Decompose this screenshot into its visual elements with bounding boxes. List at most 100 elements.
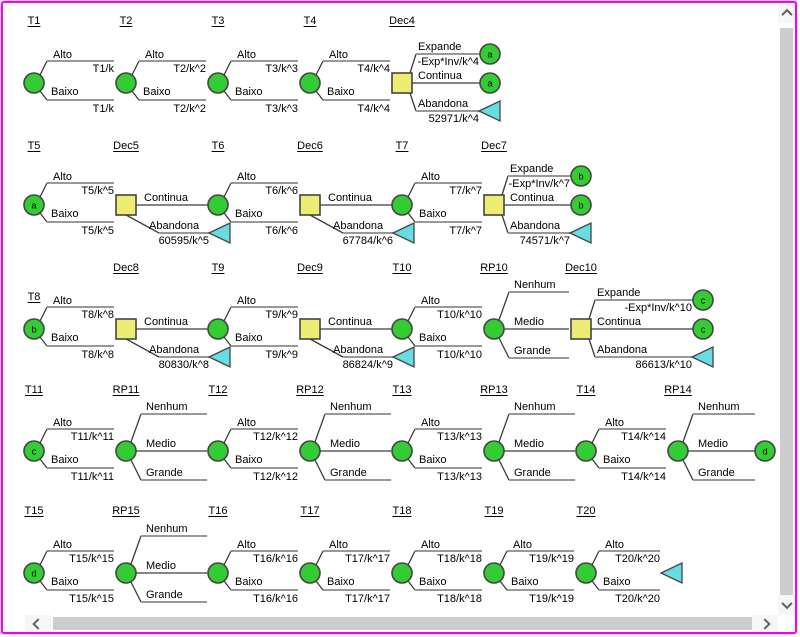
chance-node-T4[interactable]: [299, 72, 321, 94]
node-title-T1: T1: [28, 15, 41, 27]
branch-value: T10/k^10: [437, 309, 482, 321]
terminal-chance-node[interactable]: [479, 43, 501, 65]
chance-node-T5[interactable]: [23, 194, 45, 216]
scroll-right-button[interactable]: [752, 615, 778, 632]
branch-value: T2/k^2: [173, 103, 206, 115]
revelation-node-RP14[interactable]: [667, 440, 689, 462]
branch-label: Alto: [53, 49, 72, 61]
revelation-node-RP15[interactable]: [115, 562, 137, 584]
chance-node-T10[interactable]: [391, 318, 413, 340]
branch-label: Nenhum: [698, 401, 740, 413]
node-title-Dec10: Dec10: [565, 262, 597, 274]
node-title-Dec9: Dec9: [297, 262, 323, 274]
branch-diagonal: [314, 413, 326, 443]
branch-diagonal: [588, 299, 596, 320]
horizontal-scrollbar-thumb[interactable]: [53, 617, 755, 630]
branch-label: Baixo: [51, 576, 79, 588]
end-node-triangle[interactable]: [207, 221, 231, 245]
branch-diagonal: [223, 580, 232, 591]
scroll-up-button[interactable]: [778, 3, 795, 23]
branch-label: Abandona: [597, 344, 648, 356]
branch-label: Alto: [237, 539, 256, 551]
end-node-triangle[interactable]: [659, 561, 683, 585]
chance-node-T11[interactable]: [23, 440, 45, 462]
chance-node-T19[interactable]: [483, 562, 505, 584]
branch-value: T12/k^12: [253, 471, 298, 483]
decision-node-Dec6[interactable]: [299, 194, 321, 216]
chance-node-T9[interactable]: [207, 318, 229, 340]
decision-node-Dec7[interactable]: [483, 194, 505, 216]
decision-node-Dec8[interactable]: [115, 318, 137, 340]
node-title-RP10: RP10: [480, 262, 508, 274]
branch-label: Alto: [53, 295, 72, 307]
terminal-chance-node[interactable]: [754, 440, 776, 462]
vertical-scrollbar[interactable]: [778, 3, 795, 615]
branch-value: -Exp*Inv/k^4: [418, 56, 479, 68]
revelation-node-RP12[interactable]: [299, 440, 321, 462]
revelation-node-RP13[interactable]: [483, 440, 505, 462]
end-node-triangle[interactable]: [207, 345, 231, 369]
end-node-triangle[interactable]: [391, 221, 415, 245]
branch-value: 86824/k^9: [343, 359, 393, 371]
branch-diagonal: [591, 550, 600, 566]
vertical-scrollbar-thumb[interactable]: [780, 28, 793, 596]
chance-node-T2[interactable]: [115, 72, 137, 94]
scroll-left-button[interactable]: [25, 615, 51, 632]
horizontal-scrollbar[interactable]: [3, 615, 778, 632]
branch-value: T13/k^13: [437, 471, 482, 483]
chance-node-T8[interactable]: [23, 318, 45, 340]
branch-value: T3/k^3: [265, 63, 298, 75]
branch-diagonal: [130, 459, 142, 481]
chance-node-T18[interactable]: [391, 562, 413, 584]
node-title-RP12: RP12: [296, 384, 324, 396]
branch-label: Baixo: [51, 86, 79, 98]
node-title-T7: T7: [396, 140, 409, 152]
node-title-T5: T5: [28, 140, 41, 152]
chance-node-T16[interactable]: [207, 562, 229, 584]
scroll-down-button[interactable]: [778, 595, 795, 615]
branch-label: Baixo: [235, 86, 263, 98]
chance-node-T12[interactable]: [207, 440, 229, 462]
chance-node-T13[interactable]: [391, 440, 413, 462]
revelation-node-RP10[interactable]: [483, 318, 505, 340]
branch-label: Alto: [237, 295, 256, 307]
end-node-triangle[interactable]: [391, 345, 415, 369]
end-node-triangle[interactable]: [568, 221, 592, 245]
decision-node-Dec5[interactable]: [115, 194, 137, 216]
terminal-chance-node[interactable]: [692, 318, 714, 340]
branch-label: Nenhum: [330, 401, 372, 413]
branch-label: Medio: [514, 316, 544, 328]
end-node-triangle[interactable]: [477, 99, 501, 123]
chance-node-T20[interactable]: [575, 562, 597, 584]
chance-node-T6[interactable]: [207, 194, 229, 216]
branch-label: Alto: [53, 539, 72, 551]
chance-node-T1[interactable]: [23, 72, 45, 94]
decision-node-Dec9[interactable]: [299, 318, 321, 340]
node-letter: d: [31, 569, 36, 580]
branch-value: T5/k^5: [81, 185, 114, 197]
branch-diagonal: [498, 459, 510, 481]
chance-node-T7[interactable]: [391, 194, 413, 216]
chance-node-T3[interactable]: [207, 72, 229, 94]
terminal-chance-node[interactable]: [692, 289, 714, 311]
branch-label: Baixo: [51, 454, 79, 466]
revelation-node-RP11[interactable]: [115, 440, 137, 462]
branch-value: T18/k^18: [437, 593, 482, 605]
branch-label: Alto: [53, 171, 72, 183]
node-letter: c: [32, 447, 37, 458]
terminal-chance-node[interactable]: [479, 72, 501, 94]
terminal-chance-node[interactable]: [570, 194, 592, 216]
chance-node-T17[interactable]: [299, 562, 321, 584]
branch-value: T1/k: [93, 103, 115, 115]
decision-node-Dec10[interactable]: [570, 318, 592, 340]
node-title-Dec8: Dec8: [113, 262, 139, 274]
branch-label: Alto: [421, 417, 440, 429]
end-node-triangle[interactable]: [690, 345, 714, 369]
terminal-chance-node[interactable]: [570, 165, 592, 187]
decision-node-Dec4[interactable]: [391, 72, 413, 94]
branch-value: T8/k^8: [81, 349, 114, 361]
branch-label: Baixo: [235, 208, 263, 220]
chance-node-T14[interactable]: [575, 440, 597, 462]
chance-node-T15[interactable]: [23, 562, 45, 584]
